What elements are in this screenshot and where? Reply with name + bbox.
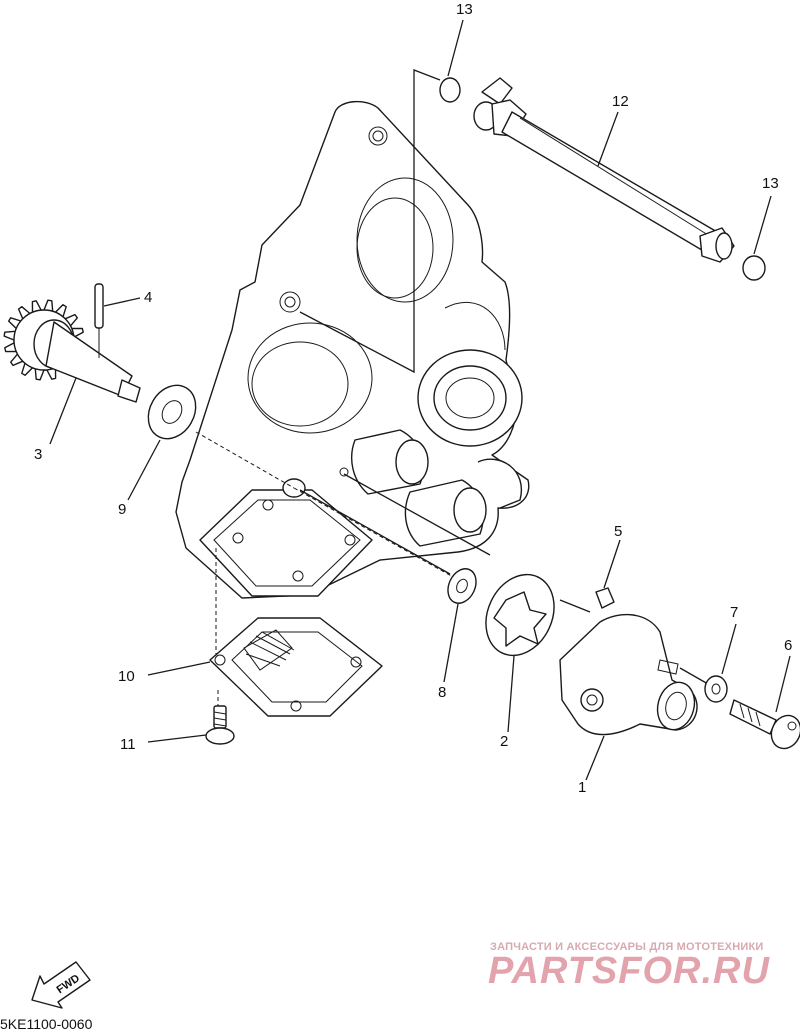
callout-7: 7 [730, 604, 738, 621]
part-7-washer [704, 675, 728, 703]
callout-10: 10 [118, 668, 135, 685]
diagram-code: 5KE1100-0060 [0, 1016, 93, 1032]
part-13-o-ring-upper [439, 77, 461, 103]
callout-11: 11 [120, 736, 136, 753]
callout-3: 3 [34, 446, 42, 463]
part-2-pump-rotor [485, 573, 555, 657]
callout-numbers: 13 12 13 4 3 9 5 7 6 10 8 2 11 1 [34, 1, 792, 796]
part-9-washer [147, 384, 197, 440]
callout-12: 12 [612, 93, 629, 110]
part-5-dowel-pin [595, 587, 615, 609]
callout-6: 6 [784, 637, 792, 654]
crankcase-housing [175, 101, 530, 599]
callout-13-top: 13 [456, 1, 473, 18]
part-8-washer [447, 568, 477, 604]
part-3-pump-drive-gear [3, 299, 141, 403]
callout-1: 1 [578, 779, 586, 796]
fwd-arrow-icon: FWD [31, 961, 91, 1009]
callout-2: 2 [500, 733, 508, 750]
watermark-brand: PARTSFOR.RU [488, 950, 770, 992]
callout-8: 8 [438, 684, 446, 701]
part-6-bolt [729, 699, 800, 750]
part-1-pump-housing [559, 613, 698, 736]
part-4-pin [94, 283, 104, 358]
callout-4: 4 [144, 289, 152, 306]
callout-9: 9 [118, 501, 126, 518]
part-10-strainer [209, 617, 383, 717]
callout-5: 5 [614, 523, 622, 540]
reference-lines [195, 69, 709, 720]
part-11-screw [205, 705, 235, 745]
part-12-oil-pipe [473, 77, 735, 263]
callout-13-right: 13 [762, 175, 779, 192]
callout-leaders [49, 19, 791, 781]
watermark-subtitle: ЗАПЧАСТИ И АКСЕССУАРЫ ДЛЯ МОТОТЕХНИКИ [490, 941, 764, 953]
part-13-o-ring-lower [742, 255, 766, 281]
